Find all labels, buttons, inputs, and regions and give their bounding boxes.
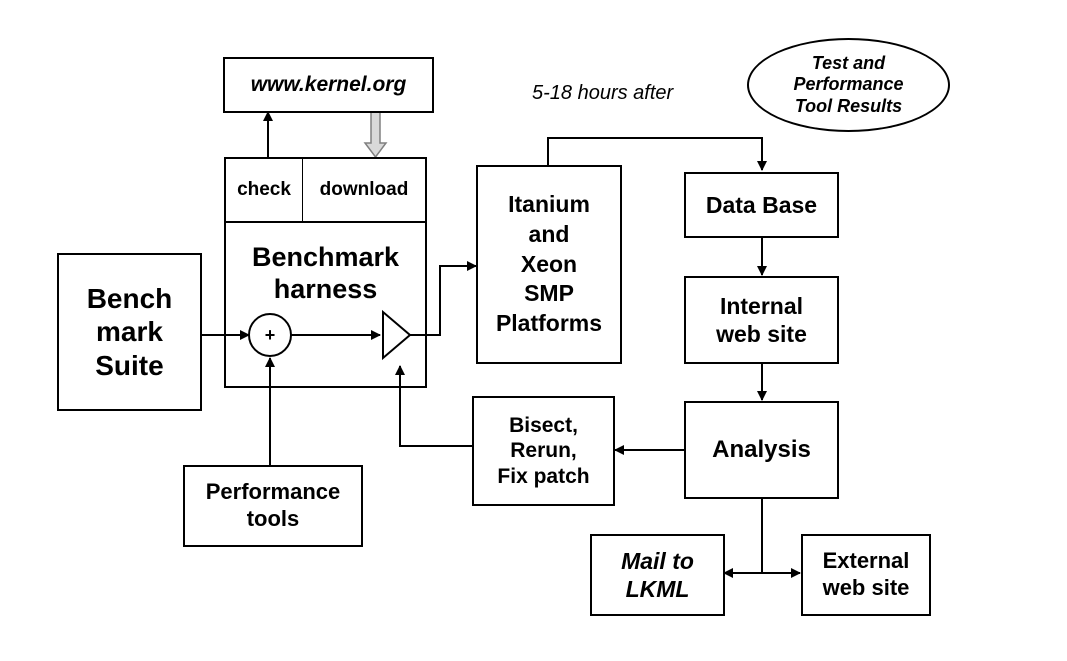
amplifier-triangle	[382, 309, 412, 361]
bisect-to-amplifier-arrow	[395, 365, 473, 447]
database-label: Data Base	[705, 191, 818, 218]
platforms-label: Itanium and Xeon SMP Platforms	[495, 190, 603, 337]
internal-web-site-label: Internal web site	[716, 292, 807, 347]
check-label: check	[237, 179, 291, 201]
download-arrow	[363, 111, 388, 159]
platforms-box: Itanium and Xeon SMP Platforms	[476, 165, 622, 364]
benchmark-suite-box: Bench mark Suite	[57, 253, 202, 411]
benchmark-harness-title: Benchmark harness	[251, 242, 400, 304]
platforms-to-database-arrow	[547, 137, 767, 171]
analysis-box: Analysis	[684, 401, 839, 499]
external-web-site-label: External web site	[822, 548, 910, 600]
adder-symbol: +	[264, 324, 276, 345]
results-legend-ellipse: Test and Performance Tool Results	[747, 38, 950, 132]
download-cell: download	[302, 157, 427, 223]
database-box: Data Base	[684, 172, 839, 238]
internal-web-site-box: Internal web site	[684, 276, 839, 364]
results-legend-label: Test and Performance Tool Results	[793, 53, 904, 116]
timing-note: 5-18 hours after	[532, 82, 674, 104]
benchmark-suite-label: Bench mark Suite	[86, 282, 173, 381]
external-web-site-box: External web site	[801, 534, 931, 616]
check-cell: check	[224, 157, 304, 223]
mail-lkml-box: Mail to LKML	[590, 534, 725, 616]
performance-tools-box: Performance tools	[183, 465, 363, 547]
kernel-org-label: www.kernel.org	[250, 73, 407, 97]
analysis-label: Analysis	[712, 436, 811, 464]
mail-lkml-label: Mail to LKML	[621, 547, 694, 602]
bisect-rerun-label: Bisect, Rerun, Fix patch	[497, 413, 590, 488]
download-label: download	[319, 179, 409, 201]
bisect-rerun-box: Bisect, Rerun, Fix patch	[472, 396, 615, 506]
kernel-org-box: www.kernel.org	[223, 57, 434, 113]
performance-tools-label: Performance tools	[205, 479, 341, 531]
